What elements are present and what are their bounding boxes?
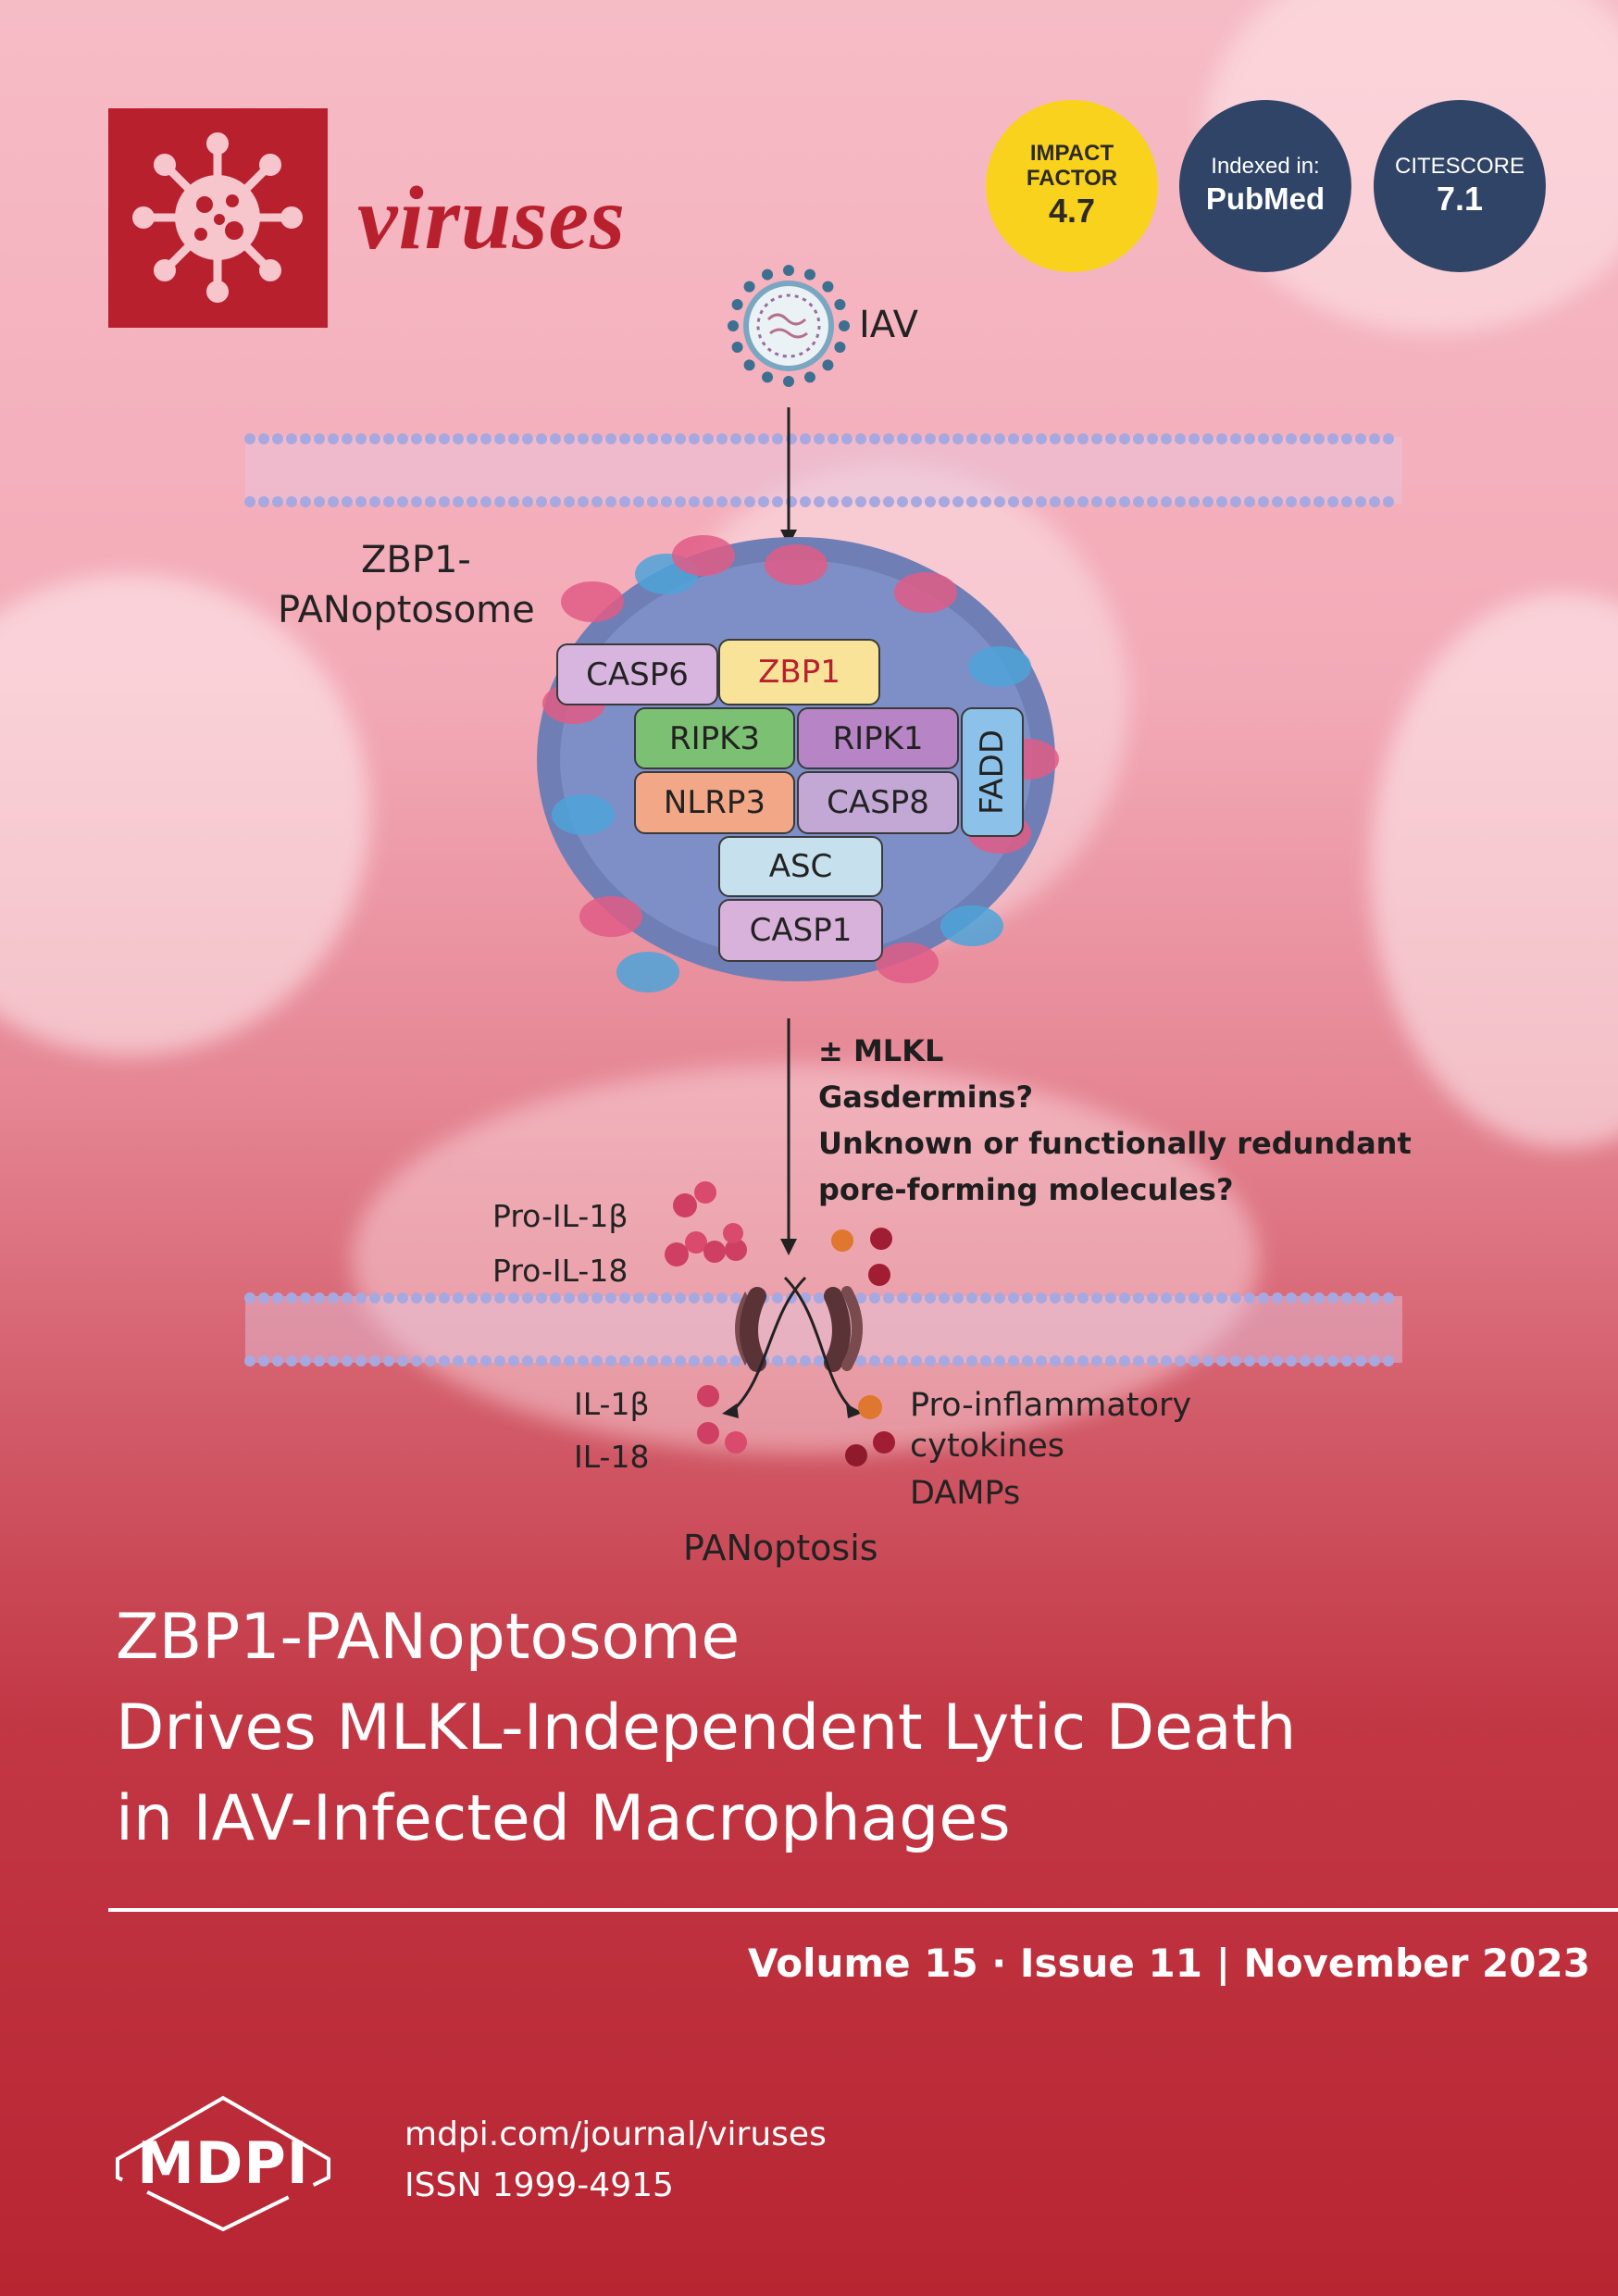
fadd-box: FADD <box>961 707 1024 837</box>
cytokines-label: cytokines <box>910 1428 1065 1465</box>
impact-factor-badge: IMPACT FACTOR 4.7 <box>986 100 1158 272</box>
damps-label: DAMPs <box>910 1475 1021 1512</box>
article-title: ZBP1-PANoptosome Drives MLKL-Independent… <box>116 1592 1560 1865</box>
damp-dots-top <box>831 1228 892 1286</box>
membrane-pore-icon <box>735 1286 863 1372</box>
complex-label: ZBP1- PANoptosome <box>278 535 535 635</box>
title-line2: Drives MLKL-Independent Lytic Death <box>116 1691 1297 1765</box>
release-arrow-right <box>783 1276 853 1411</box>
mdpi-logo: MDPI <box>108 2094 338 2233</box>
impact-value: 4.7 <box>1048 192 1096 230</box>
unknown-label-1: Unknown or functionally redundant <box>818 1126 1412 1161</box>
issn: ISSN 1999-4915 <box>404 2166 674 2204</box>
journal-url[interactable]: mdpi.com/journal/viruses <box>404 2115 827 2153</box>
iav-virus-icon <box>728 265 850 387</box>
pathway-arrowhead <box>780 1239 797 1255</box>
mlkl-label: ± MLKL <box>818 1033 944 1068</box>
impact-label-1: IMPACT <box>1029 141 1114 166</box>
mature-cytokine-dots <box>697 1385 747 1454</box>
journal-logo <box>108 108 328 328</box>
virus-logo-icon <box>132 132 303 303</box>
mdpi-wordmark: MDPI <box>137 2129 309 2197</box>
pro-il18-label: Pro-IL-18 <box>492 1253 629 1289</box>
divider-rule <box>108 1908 1618 1912</box>
journal-name: viruses <box>357 168 627 268</box>
ripk1-box: RIPK1 <box>797 707 959 769</box>
cite-value: 7.1 <box>1436 179 1484 218</box>
ripk3-box: RIPK3 <box>634 707 795 769</box>
impact-label-2: FACTOR <box>1026 166 1118 191</box>
pathway-annotations: ± MLKL Gasdermins? Unknown or functional… <box>818 1028 1412 1213</box>
index-label: Indexed in: <box>1211 153 1320 179</box>
damp-dots-bottom <box>845 1395 895 1466</box>
il18-label: IL-18 <box>574 1439 650 1475</box>
gasdermins-label: Gasdermins? <box>818 1079 1033 1115</box>
top-membrane <box>244 433 1402 507</box>
bg-virus-center <box>352 1065 1259 1454</box>
asc-box: ASC <box>718 836 883 897</box>
release-arrow-left <box>730 1276 807 1414</box>
fadd-label: FADD <box>974 729 1011 816</box>
proinflammatory-label: Pro-inflammatory <box>910 1387 1192 1424</box>
bg-virus-left <box>0 574 370 1055</box>
mdpi-hexagon-icon <box>116 2095 330 2232</box>
casp6-box: CASP6 <box>556 643 718 705</box>
complex-label-line2: PANoptosome <box>278 589 535 631</box>
panoptosis-label: PANoptosis <box>683 1528 878 1568</box>
title-line3: in IAV-Infected Macrophages <box>116 1782 1011 1855</box>
complex-label-line1: ZBP1- <box>361 539 471 581</box>
index-value: PubMed <box>1205 181 1326 216</box>
nlrp3-box: NLRP3 <box>634 771 795 834</box>
cite-label: CITESCORE <box>1394 153 1525 179</box>
casp1-box: CASP1 <box>718 899 883 962</box>
pro-cytokine-dots <box>665 1181 747 1267</box>
iav-label: IAV <box>859 304 918 346</box>
citescore-badge: CITESCORE 7.1 <box>1374 100 1546 272</box>
zbp1-box: ZBP1 <box>718 639 880 705</box>
title-line1: ZBP1-PANoptosome <box>116 1601 741 1674</box>
unknown-label-2: pore-forming molecules? <box>818 1172 1234 1207</box>
issue-info: Volume 15 · Issue 11 | November 2023 <box>748 1940 1590 1986</box>
il1b-label: IL-1β <box>574 1386 650 1422</box>
casp8-box: CASP8 <box>797 771 959 834</box>
pubmed-badge: Indexed in: PubMed <box>1179 100 1351 272</box>
pro-il1b-label: Pro-IL-1β <box>492 1198 629 1234</box>
